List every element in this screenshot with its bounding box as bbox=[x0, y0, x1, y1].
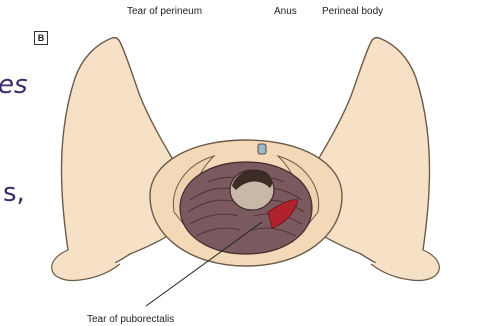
label-perineum-tear: Tear of perineum bbox=[127, 6, 202, 17]
label-perineal-body: Perineal body bbox=[322, 6, 383, 17]
anus-marker bbox=[258, 144, 266, 154]
label-anus: Anus bbox=[274, 6, 297, 17]
label-puborectalis-tear: Tear of puborectalis bbox=[87, 314, 174, 325]
panel-badge: B bbox=[34, 31, 48, 45]
